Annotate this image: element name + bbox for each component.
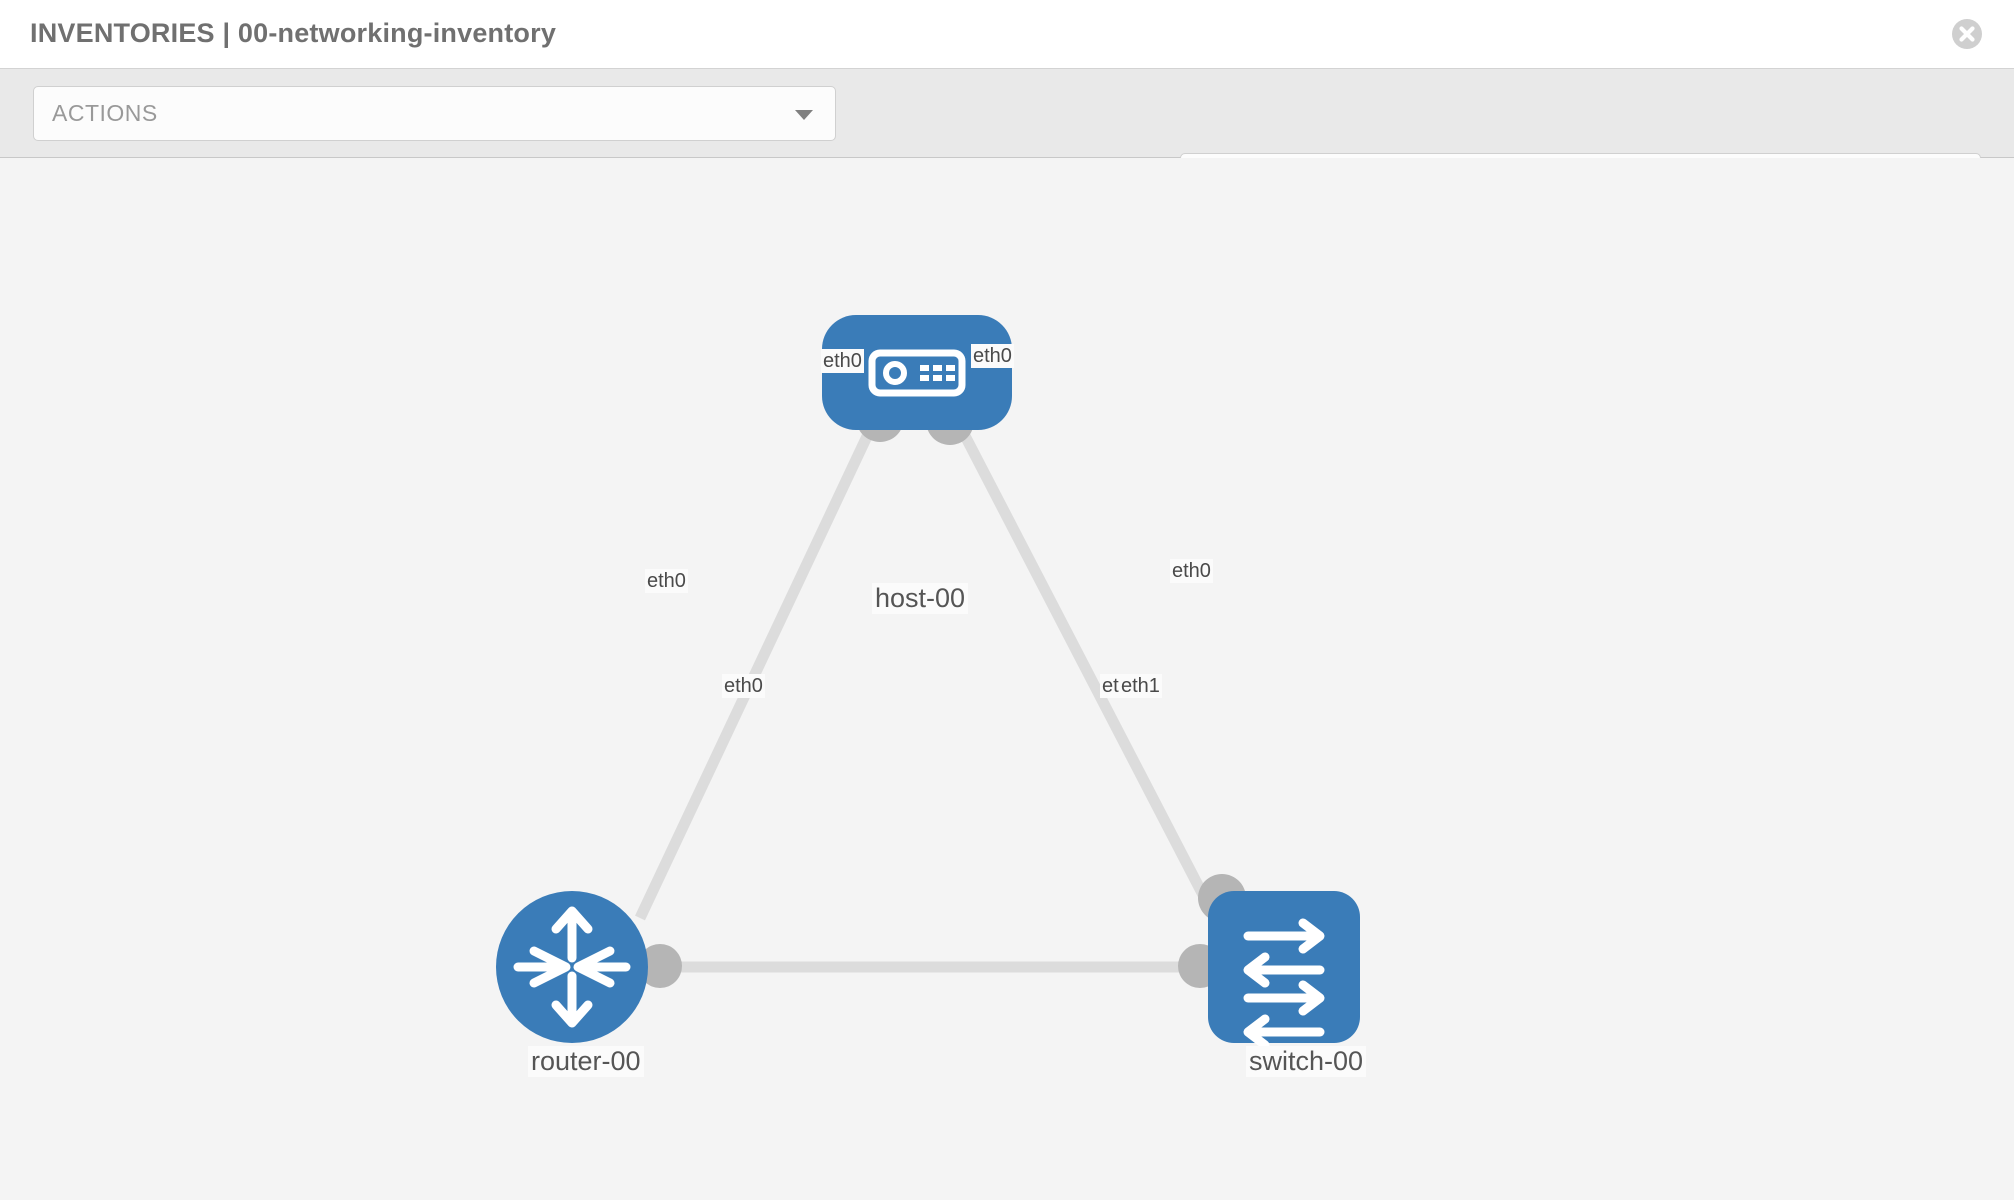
server-icon [868,349,966,397]
chevron-down-icon [795,110,813,120]
edge-label-host-eth0-left: eth0 [821,349,864,373]
node-label-switch-00: switch-00 [1246,1046,1367,1077]
switch-arrows-icon [1243,918,1325,1050]
node-router-00 [496,891,648,1043]
topology-graph [496,315,1360,1050]
connector-router-right [638,944,682,988]
topology-edges [635,427,1220,973]
node-label-host-00: host-00 [872,583,969,614]
node-switch-00 [1208,891,1360,1050]
node-host-00 [822,315,1012,430]
edge-label-router-eth0: eth0 [722,674,765,698]
actions-dropdown[interactable]: ACTIONS [33,86,836,141]
node-label-router-00: router-00 [528,1046,644,1077]
actions-dropdown-label: ACTIONS [52,100,158,126]
edge-label-router-uplink-eth0: eth0 [645,569,688,593]
page-title: INVENTORIES | 00-networking-inventory [30,18,557,48]
edge-label-switch-uplink-eth0: eth0 [1170,559,1213,583]
router-arrows-icon [513,906,631,1028]
edge-label-host-eth0-right: eth0 [971,344,1014,368]
topology-canvas[interactable]: eth0 eth0 eth0 eth0 eth0 eth0 eth1 host-… [0,158,2014,1200]
edge-label-switch-eth1: eth1 [1119,674,1162,698]
page-header: INVENTORIES | 00-networking-inventory [0,0,2014,68]
toolbar: ACTIONS [0,68,2014,211]
close-icon[interactable] [1950,17,1984,51]
edge-host-switch [957,427,1220,921]
